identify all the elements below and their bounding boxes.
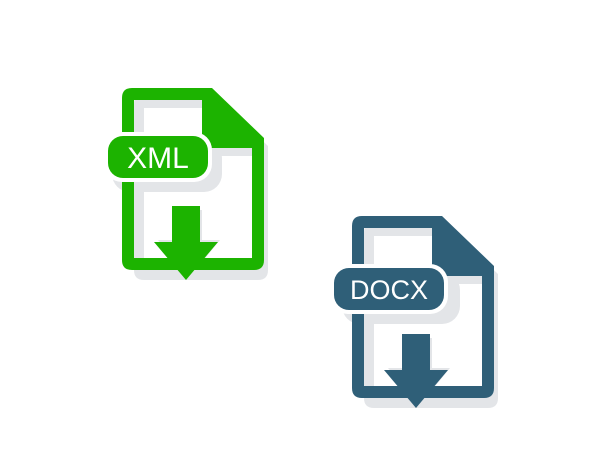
docx-icon-body [352, 216, 494, 408]
xml-icon-body [122, 88, 264, 280]
docx-label-badge: DOCX [330, 264, 448, 314]
docx-label-text: DOCX [350, 275, 428, 305]
xml-label-text: XML [127, 142, 189, 175]
docx-download-icon: DOCX [330, 216, 498, 408]
xml-download-icon: XML [104, 88, 268, 280]
xml-label-badge: XML [104, 132, 212, 182]
